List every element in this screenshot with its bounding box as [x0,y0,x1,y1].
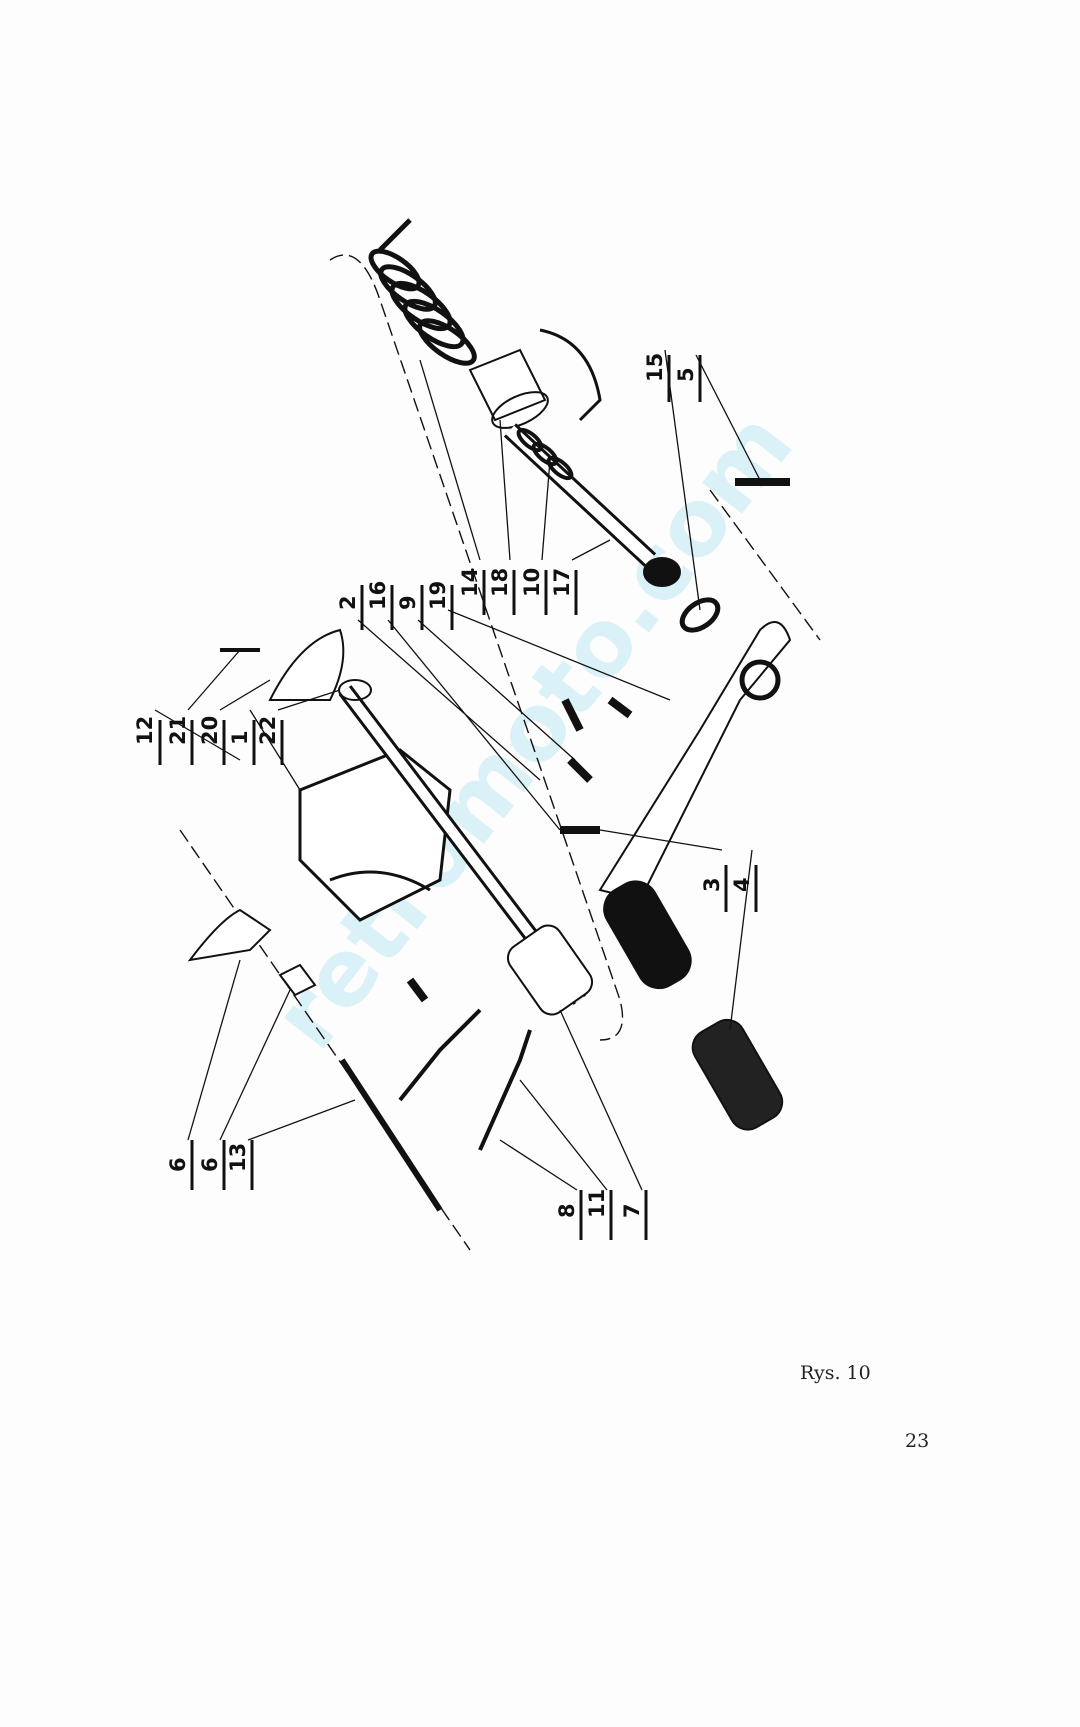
part-label: 14 [458,568,482,597]
label-underlines [158,355,758,1240]
part-label: 16 [366,581,390,610]
part-labels: 12 21 20 1 22 2 16 9 19 14 18 10 17 15 5… [133,353,758,1240]
svg-text:21: 21 [166,716,190,745]
svg-text:10: 10 [520,568,544,597]
part-label: 17 [550,568,574,597]
part-label: 6 [166,1157,190,1172]
part-label: 21 [166,716,190,745]
svg-text:3: 3 [700,877,724,892]
svg-text:20: 20 [198,716,222,745]
part-label: 2 [336,595,360,610]
part-label: 12 [133,716,157,745]
part-label: 9 [396,595,420,610]
page-number: 23 [905,1430,930,1452]
svg-text:13: 13 [226,1143,250,1172]
svg-text:5: 5 [674,367,698,382]
part-label: 18 [488,568,512,597]
svg-text:8: 8 [555,1203,579,1218]
part-label: 7 [620,1203,644,1218]
diagram-drawing [154,218,821,1251]
svg-text:1: 1 [228,730,252,745]
part-label: 8 [555,1203,579,1218]
part-label: 13 [226,1143,250,1172]
part-label: 4 [730,877,754,892]
part-label: 19 [426,581,450,610]
svg-text:4: 4 [730,877,754,892]
svg-text:17: 17 [550,568,574,597]
svg-text:6: 6 [198,1157,222,1172]
svg-text:16: 16 [366,581,390,610]
part-label: 11 [585,1189,609,1218]
part-label: 10 [520,568,544,597]
svg-text:19: 19 [426,581,450,610]
svg-text:22: 22 [256,716,280,745]
svg-text:12: 12 [133,716,157,745]
svg-text:15: 15 [643,353,667,382]
svg-text:14: 14 [458,568,482,597]
part-label: 20 [198,716,222,745]
svg-text:18: 18 [488,568,512,597]
part-label: 1 [228,730,252,745]
svg-text:7: 7 [620,1203,644,1218]
svg-text:11: 11 [585,1189,609,1218]
spring-part [368,218,477,366]
part-label: 5 [674,367,698,382]
svg-text:6: 6 [166,1157,190,1172]
part-label: 15 [643,353,667,382]
svg-text:9: 9 [396,595,420,610]
figure-caption: Rys. 10 [800,1362,871,1384]
part-label: 3 [700,877,724,892]
part-label: 22 [256,716,280,745]
svg-text:2: 2 [336,595,360,610]
part-label: 6 [198,1157,222,1172]
